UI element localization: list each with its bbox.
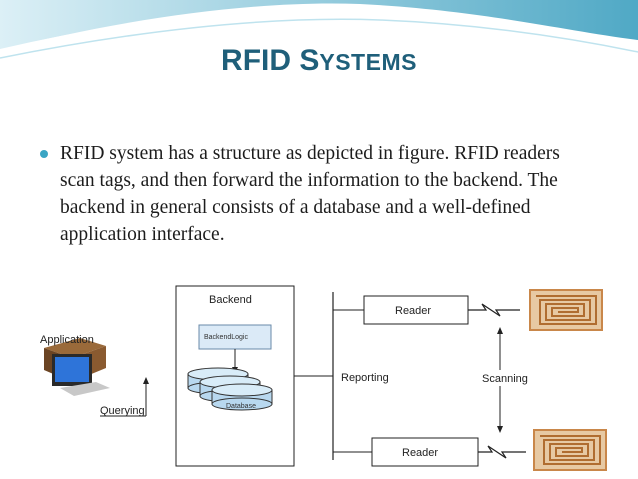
backend-logic-box [198,324,272,350]
rfid-tag-icon-top [529,289,603,331]
bullet-icon [40,150,48,158]
database-label: Database [226,403,256,410]
slide-title: RFID SYSTEMS [221,44,417,77]
rfid-architecture-diagram: Application Querying Backend BackendLogi… [40,285,607,471]
scanning-label: Scanning [482,373,528,385]
reader-label-top: Reader [395,305,431,317]
bullet-item: RFID system has a structure as depicted … [30,140,590,248]
header-wave-decoration [0,0,638,59]
computer-icon [44,338,110,396]
antenna-icon-top [468,303,520,317]
application-label: Application [40,334,94,346]
backend-label: Backend [209,294,252,306]
backend-logic-label: BackendLogic [204,334,248,341]
reader-label-bottom: Reader [402,447,438,459]
bullet-text: RFID system has a structure as depicted … [60,143,560,245]
rfid-tag-icon-bottom [533,429,607,471]
database-icon [187,367,273,411]
antenna-icon-bottom [478,445,526,459]
reporting-label: Reporting [341,372,389,384]
reader-box-bottom [371,437,479,467]
querying-label: Querying [100,405,145,417]
